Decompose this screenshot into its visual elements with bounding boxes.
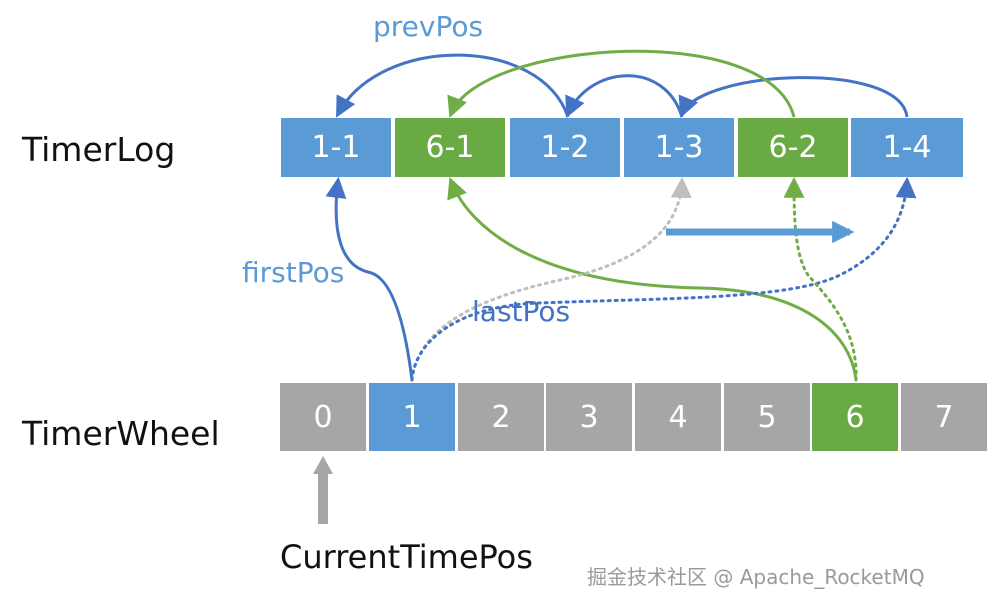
first-pos-arrow-slot-6 <box>447 177 858 381</box>
first-pos-label: firstPos <box>242 256 345 289</box>
prev-pos-label: prevPos <box>373 10 484 43</box>
timer-log-cell-6-1: 6-1 <box>395 118 505 177</box>
timer-log-cell-1-2: 1-2 <box>510 118 620 177</box>
last-pos-arrow-slot-6 <box>783 176 858 382</box>
timer-log-cell-1-1: 1-1 <box>281 118 391 177</box>
watermark: 掘金技术社区 @ Apache_RocketMQ <box>587 565 925 589</box>
current-time-arrow-shaft <box>318 472 328 524</box>
current-time-arrow-head <box>313 456 333 474</box>
timer-wheel-slot-2: 2 <box>458 383 544 451</box>
timer-wheel-slot-1: 1 <box>369 383 455 451</box>
timer-wheel-slot-6: 6 <box>812 383 898 451</box>
prev-arrow-1-2-to-1-1 <box>336 53 570 118</box>
timer-log-label: TimerLog <box>22 130 176 169</box>
timer-wheel-slot-4: 4 <box>635 383 721 451</box>
dotted-arrow-slot-1-to-1-3 <box>410 176 692 382</box>
current-time-pos-label: CurrentTimePos <box>280 538 533 576</box>
timer-wheel-slot-0: 0 <box>280 383 366 451</box>
timer-wheel-slot-3: 3 <box>546 383 632 451</box>
first-pos-arrow-slot-1 <box>325 176 414 381</box>
timer-wheel-slot-5: 5 <box>724 383 810 451</box>
prev-arrow-1-3-to-1-2 <box>565 74 684 118</box>
prev-arrow-6-2-to-6-1 <box>447 49 796 118</box>
prev-arrow-1-4-to-1-3 <box>678 76 909 118</box>
timer-log-cell-1-4: 1-4 <box>851 118 963 177</box>
timer-wheel-slot-7: 7 <box>901 383 987 451</box>
timer-wheel-label: TimerWheel <box>22 414 220 453</box>
last-pos-arrow-slot-1 <box>410 176 917 382</box>
timer-log-cell-6-2: 6-2 <box>738 118 848 177</box>
timer-log-cell-1-3: 1-3 <box>624 118 734 177</box>
last-pos-label: lastPos <box>472 295 571 328</box>
